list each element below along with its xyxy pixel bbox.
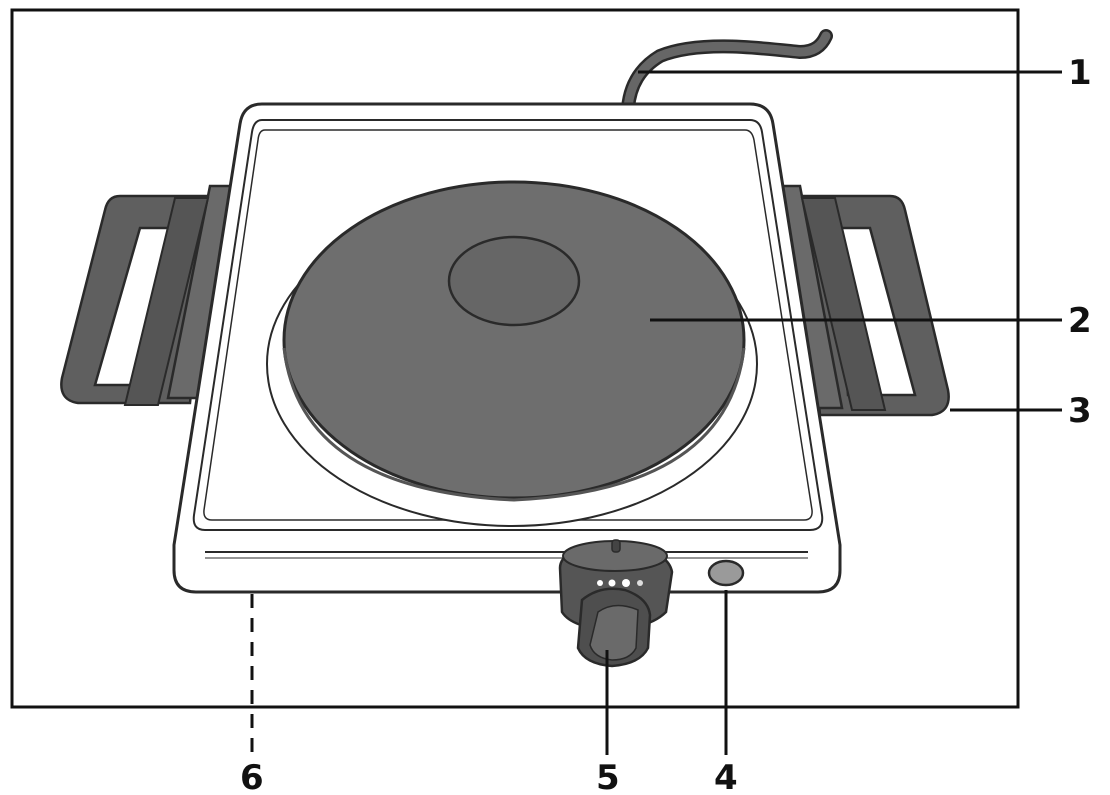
cooking-plate: [266, 180, 758, 527]
callout-3: 3: [1068, 391, 1092, 431]
callout-2: 2: [1068, 301, 1092, 341]
indicator-lamp: [707, 559, 745, 587]
diagram-frame: [10, 8, 1020, 709]
control-knob: [558, 539, 674, 668]
power-cord-core: [623, 31, 831, 113]
callout-1: 1: [1068, 53, 1092, 93]
callout-6: 6: [240, 758, 264, 795]
right-handle: [768, 184, 950, 417]
callout-4: 4: [714, 758, 738, 795]
callout-5: 5: [596, 758, 620, 795]
plate-center: [447, 235, 581, 327]
